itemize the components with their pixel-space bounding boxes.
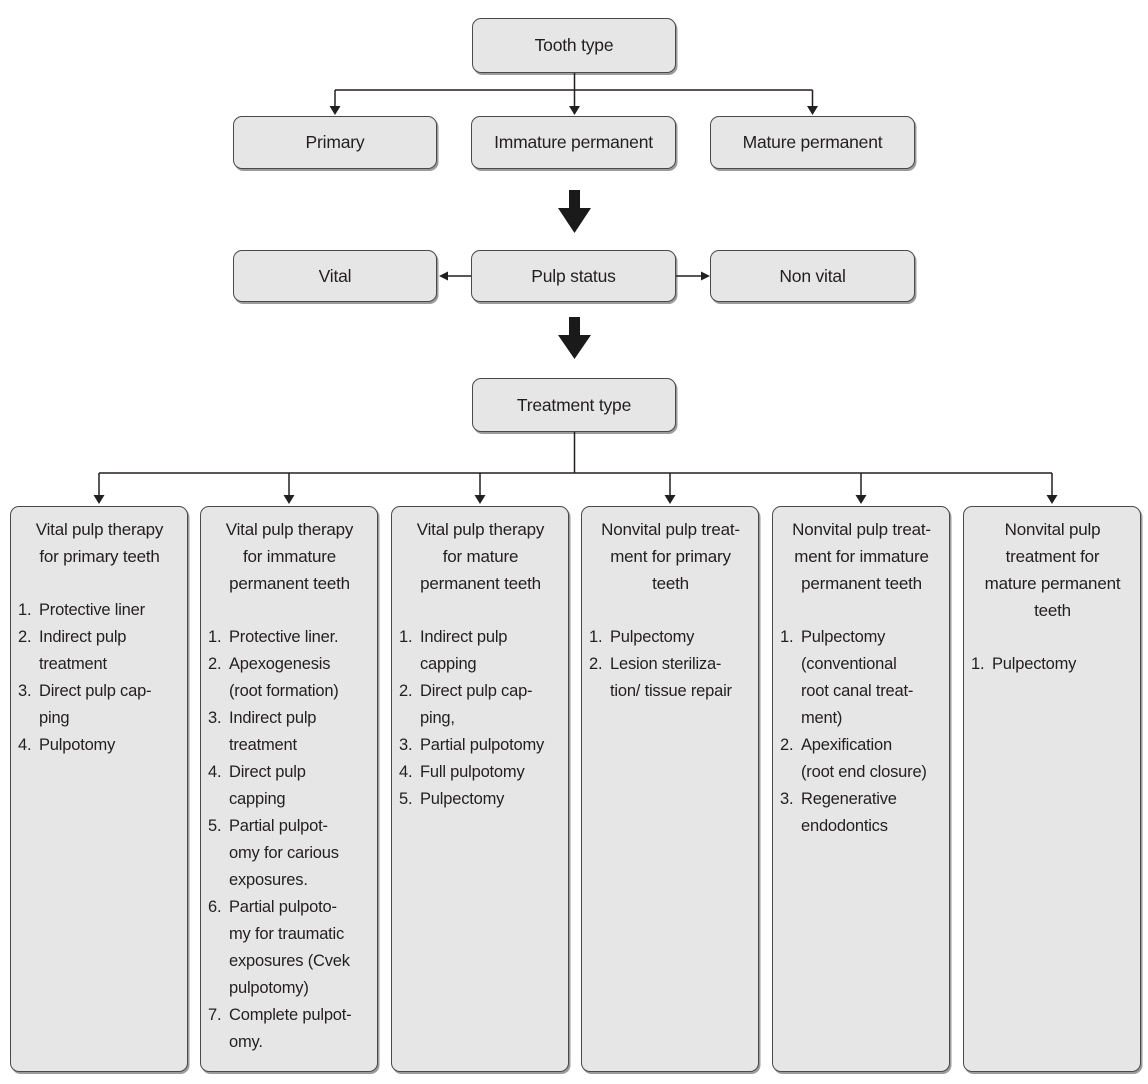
- item-text: Pulpectomy: [610, 628, 695, 646]
- treatment-list: 1. Protective liner. 2. Apexogenesis (root …: [208, 624, 371, 1056]
- item-text: Direct pulp capping: [229, 763, 306, 808]
- item-number: 1.: [589, 628, 603, 646]
- item-number: 4.: [399, 763, 413, 781]
- treatment-list-item: 4. Pulpotomy: [18, 732, 181, 759]
- treatment-list-item: 1. Indirect pulp capping: [399, 624, 562, 678]
- block-arrow-down-1: [558, 190, 591, 233]
- treatment-branch-lines: [98, 432, 1053, 496]
- item-number: 3.: [208, 709, 222, 727]
- item-text: Pulpectomy: [420, 790, 505, 808]
- item-text: Complete pulpot- omy.: [229, 1006, 352, 1051]
- block-arrow-down-2: [558, 317, 591, 359]
- item-text: Partial pulpoto- my for traumatic exposu…: [229, 898, 350, 997]
- item-text: Apexogenesis (root formation): [229, 655, 339, 700]
- item-text: Partial pulpotomy: [420, 736, 545, 754]
- item-text: Indirect pulp treatment: [229, 709, 317, 754]
- treatment-list-item: 2. Apexification (root end closure): [780, 732, 943, 786]
- item-text: Direct pulp cap- ping,: [420, 682, 533, 727]
- item-text: Partial pulpot- omy for carious exposure…: [229, 817, 339, 889]
- item-text: Apexification (root end closure): [801, 736, 927, 781]
- item-number: 2.: [208, 655, 222, 673]
- treatment-list-item: 2. Lesion steriliza- tion/ tissue repair: [589, 651, 752, 705]
- treatment-box-6: Nonvital pulp treatment for mature perma…: [963, 506, 1141, 1072]
- treatment-list: 1. Indirect pulp capping 2. Direct pulp cap…: [399, 624, 562, 813]
- treatment-list-item: 1. Pulpectomy: [589, 624, 752, 651]
- item-number: 2.: [18, 628, 32, 646]
- treatment-branch-arrowheads: [93, 495, 1058, 504]
- treatment-list-item: 1. Pulpectomy: [971, 651, 1134, 678]
- treatment-box-title: Vital pulp therapy for mature permanent …: [416, 520, 545, 593]
- treatment-list: 1. Pulpectomy: [971, 651, 1134, 678]
- item-text: Indirect pulp treatment: [39, 628, 127, 673]
- item-number: 3.: [399, 736, 413, 754]
- item-text: Regenerative endodontics: [801, 790, 897, 835]
- item-number: 2.: [780, 736, 794, 754]
- item-number: 2.: [589, 655, 603, 673]
- treatment-list-item: 3. Regenerative endodontics: [780, 786, 943, 840]
- treatment-list: 1. Protective liner 2. Indirect pulp treatm…: [18, 597, 181, 759]
- node-primary: Primary: [233, 116, 437, 169]
- item-number: 5.: [399, 790, 413, 808]
- item-text: Lesion steriliza- tion/ tissue repair: [610, 655, 732, 700]
- treatment-box-title: Vital pulp therapy for immature permanen…: [225, 520, 354, 593]
- treatment-list-item: 1. Protective liner.: [208, 624, 371, 651]
- treatment-list-item: 4. Full pulpotomy: [399, 759, 562, 786]
- item-number: 4.: [18, 736, 32, 754]
- treatment-box-title: Vital pulp therapy for primary teeth: [35, 520, 164, 566]
- item-text: Pulpectomy: [992, 655, 1077, 673]
- tooth-type-branch-lines: [334, 73, 814, 107]
- treatment-list-item: 6. Partial pulpoto- my for traumatic expo…: [208, 894, 371, 1002]
- node-pulp-status: Pulp status: [471, 250, 676, 302]
- treatment-list-item: 4. Direct pulp capping: [208, 759, 371, 813]
- treatment-list-item: 2. Direct pulp cap- ping,: [399, 678, 562, 732]
- treatment-list: 1. Pulpectomy 2. Lesion steriliza- tion/ ti…: [589, 624, 752, 705]
- node-immature-permanent: Immature permanent: [471, 116, 676, 169]
- item-number: 1.: [18, 601, 32, 619]
- treatment-list-item: 3. Indirect pulp treatment: [208, 705, 371, 759]
- item-text: Pulpotomy: [39, 736, 116, 754]
- item-text: Direct pulp cap- ping: [39, 682, 152, 727]
- node-mature-permanent: Mature permanent: [710, 116, 915, 169]
- treatment-box-1: Vital pulp therapy for primary teeth 1. Pr…: [10, 506, 188, 1072]
- item-text: Pulpectomy (conventional root canal trea…: [801, 628, 914, 727]
- item-number: 1.: [399, 628, 413, 646]
- treatment-list-item: 2. Indirect pulp treatment: [18, 624, 181, 678]
- treatment-list-item: 1. Protective liner: [18, 597, 181, 624]
- item-text: Full pulpotomy: [420, 763, 525, 781]
- item-text: Indirect pulp capping: [420, 628, 508, 673]
- treatment-box-2: Vital pulp therapy for immature permanen…: [200, 506, 378, 1072]
- node-non-vital: Non vital: [710, 250, 915, 302]
- item-number: 6.: [208, 898, 222, 916]
- item-text: Protective liner.: [229, 628, 339, 646]
- item-number: 3.: [18, 682, 32, 700]
- treatment-list-item: 3. Partial pulpotomy: [399, 732, 562, 759]
- treatment-list-item: 2. Apexogenesis (root formation): [208, 651, 371, 705]
- treatment-list-item: 5. Partial pulpot- omy for carious exposu…: [208, 813, 371, 894]
- item-number: 1.: [971, 655, 985, 673]
- treatment-list-item: 3. Direct pulp cap- ping: [18, 678, 181, 732]
- treatment-box-4: Nonvital pulp treat- ment for primary te…: [581, 506, 759, 1072]
- treatment-box-title: Nonvital pulp treat- ment for immature p…: [792, 520, 931, 593]
- treatment-list-item: 1. Pulpectomy (conventional root canal tr…: [780, 624, 943, 732]
- treatment-list-item: 7. Complete pulpot- omy.: [208, 1002, 371, 1056]
- treatment-list: 1. Pulpectomy (conventional root canal tr…: [780, 624, 943, 840]
- treatment-box-3: Vital pulp therapy for mature permanent …: [391, 506, 569, 1072]
- treatment-box-5: Nonvital pulp treat- ment for immature p…: [772, 506, 950, 1072]
- item-number: 2.: [399, 682, 413, 700]
- item-number: 3.: [780, 790, 794, 808]
- item-number: 1.: [208, 628, 222, 646]
- item-number: 1.: [780, 628, 794, 646]
- item-number: 7.: [208, 1006, 222, 1024]
- node-treatment-type: Treatment type: [472, 378, 676, 432]
- item-number: 5.: [208, 817, 222, 835]
- item-text: Protective liner: [39, 601, 145, 619]
- item-number: 4.: [208, 763, 222, 781]
- node-tooth-type: Tooth type: [472, 18, 676, 73]
- treatment-box-title: Nonvital pulp treat- ment for primary te…: [601, 520, 740, 593]
- treatment-list-item: 5. Pulpectomy: [399, 786, 562, 813]
- node-vital: Vital: [233, 250, 437, 302]
- tooth-type-branch-arrowheads: [329, 106, 818, 115]
- treatment-box-title: Nonvital pulp treatment for mature perma…: [984, 520, 1121, 620]
